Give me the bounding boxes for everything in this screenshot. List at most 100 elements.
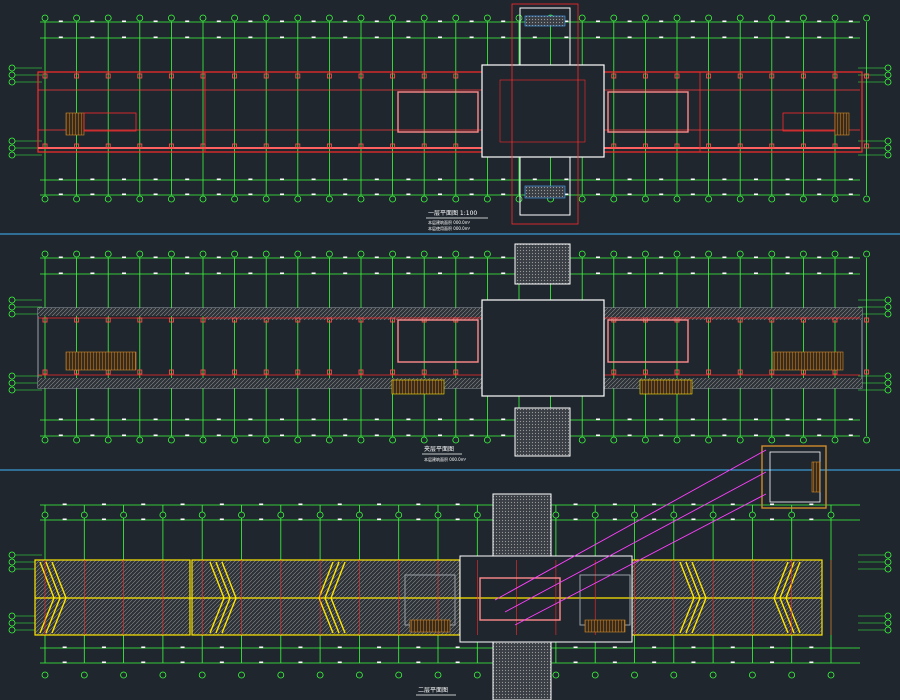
plan1-dimension-text (754, 178, 758, 181)
plan2-axis-bubble-top (389, 250, 397, 258)
plan2-column (74, 317, 80, 323)
plan3-dimension-text (612, 661, 617, 664)
plan3-dimension-text (101, 661, 106, 664)
plan2-column (769, 369, 775, 375)
plan-2-note-1: 本层建筑面积 000.0m² (424, 456, 467, 462)
plan2-column (263, 317, 269, 323)
plan1-dimension-text (659, 20, 664, 23)
plan1-axis-bubble-top (104, 14, 112, 22)
plan3-axis-bubble-top (434, 511, 442, 519)
plan1-dimension-text (848, 36, 853, 39)
plan2-axis-bubble-bottom (863, 436, 870, 444)
plan1-axis-bubble-bottom (515, 195, 523, 203)
plan3-dimension-text (612, 503, 617, 506)
plan1-column (105, 143, 111, 149)
plan1-dimension-text (216, 36, 221, 39)
plan1-dimension-text (90, 193, 95, 196)
plan2-axis-bubble-top (768, 250, 776, 258)
plan1-axis-bubble-top (420, 14, 428, 22)
plan1-dimension-text (406, 193, 411, 196)
plan1-dimension-text (248, 178, 253, 181)
plan2-dimension-text (722, 272, 727, 275)
plan2-dimension-text (438, 256, 442, 259)
plan3-dimension-text (259, 661, 264, 664)
plan3-axis-bubble-top (41, 511, 49, 519)
plan3-axis-bubble-bottom (198, 671, 206, 679)
plan2-axis-bubble-bottom (262, 436, 270, 444)
plan2-axis-bubble-top (73, 250, 80, 258)
plan2-dimension-text (469, 272, 474, 275)
plan1-row-bubble (8, 137, 16, 145)
plan2-dimension-text (754, 272, 758, 275)
plan2-dimension-text (817, 434, 822, 437)
plan1-row-bubble (8, 144, 16, 152)
plan2-dimension-text (374, 434, 379, 437)
plan1-dimension-text (90, 178, 95, 181)
plan1-row-bubble (8, 71, 16, 79)
plan1-dimension-text (280, 178, 284, 181)
plan2-column (137, 369, 143, 375)
plan2-column (137, 317, 143, 323)
plan3-axis-bubble-bottom (159, 671, 167, 679)
plan3-axis-bubble-top (159, 511, 167, 519)
plan3-axis-bubble-bottom (277, 671, 285, 679)
plan1-dimension-text (564, 36, 569, 39)
plan1-dimension-text (343, 178, 348, 181)
plan3-axis-bubble-bottom (631, 671, 638, 679)
plan1-dimension-text (754, 193, 758, 196)
plan3-dimension-text (180, 518, 185, 521)
plan2-axis-bubble-bottom (578, 436, 586, 444)
plan1-row-bubble (8, 64, 16, 72)
plan3-row-bubble (884, 551, 892, 559)
plan3-dimension-text (691, 518, 696, 521)
plan1-dimension-text (438, 36, 442, 39)
plan3-axis-bubble-bottom (434, 671, 442, 679)
plan1-axis-bubble-bottom (736, 195, 744, 203)
plan1-column (421, 143, 427, 149)
plan1-axis-bubble-top (73, 14, 80, 22)
plan2-column (200, 317, 206, 323)
plan1-dimension-text (280, 20, 284, 23)
plan3-dimension-text (259, 646, 264, 649)
plan3-dimension-text (652, 518, 657, 521)
plan2-dimension-text (501, 418, 506, 421)
plan3-dimension-text (809, 646, 814, 649)
plan3-axis-bubble-top (473, 511, 481, 519)
plan2-column (263, 369, 269, 375)
plan2-row-bubble (884, 372, 892, 380)
plan3-dimension-text (259, 503, 264, 506)
plan1-column (611, 143, 617, 149)
plan1-north-stair (524, 15, 566, 27)
plan2-axis-bubble-top (262, 250, 270, 258)
plan3-axis-bubble-bottom (827, 671, 835, 679)
plan3-axis-bubble-top (316, 511, 324, 519)
plan2-stair-center-west (391, 379, 445, 395)
plan3-axis-bubble-top (709, 511, 717, 519)
plan1-dimension-text (627, 193, 632, 196)
plan1-dimension-text (374, 178, 379, 181)
plan-3-title: 二层平面图 (418, 687, 448, 694)
plan3-dimension-text (141, 518, 146, 521)
plan2-dimension-text (406, 418, 411, 421)
plan1-axis-bubble-bottom (167, 195, 175, 203)
plan2-south-wing (514, 407, 571, 457)
plan2-column (800, 317, 806, 323)
plan2-dimension-text (343, 256, 348, 259)
plan1-dimension-text (469, 36, 474, 39)
plan2-axis-bubble-top (642, 250, 649, 258)
plan1-axis-bubble-top (863, 14, 870, 22)
plan2-axis-bubble-bottom (357, 436, 365, 444)
plan2-column (642, 369, 648, 375)
plan1-axis-bubble-top (325, 14, 333, 22)
plan2-axis-bubble-bottom (483, 436, 491, 444)
plan2-dimension-text (343, 434, 348, 437)
plan3-axis-bubble-top (749, 511, 756, 519)
plan3-dimension-text (337, 646, 342, 649)
plan2-axis-bubble-bottom (800, 436, 807, 444)
plan3-dimension-text (337, 503, 342, 506)
plan3-chevron (221, 561, 237, 634)
plan2-dimension-text (785, 434, 790, 437)
plan2-roof-strip (604, 308, 862, 320)
plan1-dimension-text (596, 193, 600, 196)
plan3-dimension-text (377, 661, 382, 664)
